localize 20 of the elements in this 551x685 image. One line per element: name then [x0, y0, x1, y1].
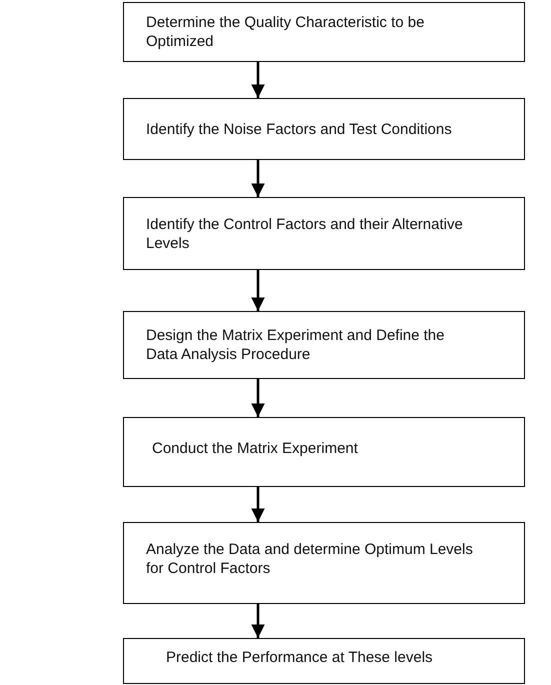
arrow [251, 379, 265, 417]
arrow [251, 270, 265, 311]
step-text: Identify the Control Factors and their Alternative Levels [146, 214, 464, 252]
arrow [251, 487, 265, 522]
process-box [123, 2, 525, 62]
arrow [251, 604, 265, 638]
arrow [251, 62, 265, 98]
step-text: Analyze the Data and determine Optimum Levels for Control Factors [146, 540, 474, 578]
step-text: Determine the Quality Characteristic to be Optimized [146, 13, 426, 51]
process-box [123, 417, 525, 487]
step-text: Design the Matrix Experiment and Define the Data Analysis Procedure [146, 326, 446, 364]
arrow [251, 160, 265, 197]
process-box [123, 311, 525, 379]
step-text: Conduct the Matrix Experiment [152, 438, 359, 458]
process-box [123, 638, 525, 684]
process-box [123, 522, 525, 604]
process-box [123, 98, 525, 160]
step-text: Predict the Performance at These levels [166, 648, 434, 666]
step-text: Identify the Noise Factors and Test Conditions [146, 120, 453, 138]
process-box [123, 197, 525, 270]
